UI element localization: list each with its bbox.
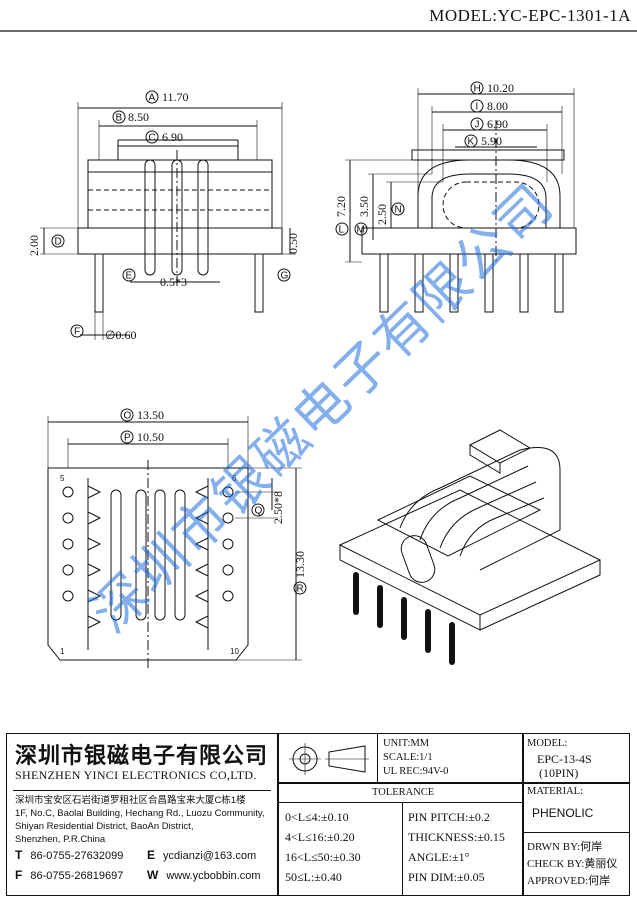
isometric-view <box>338 429 602 665</box>
material-label: MATERIAL: <box>527 786 583 797</box>
svg-text:C: C <box>149 133 156 144</box>
projection-symbol-icon <box>289 743 369 775</box>
model-label: MODEL: <box>527 738 568 749</box>
svg-text:D: D <box>55 237 62 248</box>
side-view-labels: H I J K L M N 10.20 8.00 6.90 5.90 7.20 … <box>334 81 514 236</box>
dim-h: 10.20 <box>487 81 514 95</box>
dim-d: 2.00 <box>27 235 41 256</box>
approved-by: APPROVED:何岸 <box>527 875 611 887</box>
model-number: MODEL:YC-EPC-1301-1A <box>429 6 631 25</box>
divider <box>377 734 378 782</box>
svg-text:K: K <box>468 137 475 148</box>
svg-text:P: P <box>124 433 131 444</box>
divider <box>277 782 629 784</box>
title-block: 深圳市银磁电子有限公司 SHENZHEN YINCI ELECTRONICS C… <box>6 733 630 896</box>
dim-m: 3.50 <box>357 196 371 217</box>
ul-rec-text: UL REC:94V-0 <box>383 766 449 777</box>
model-pins: (10PIN) <box>539 766 579 780</box>
check-by: CHECK BY:黄丽仪 <box>527 858 618 870</box>
dim-e: 0.5*3 <box>160 275 187 289</box>
tolerance-row: 4<L≤16:±0.20 <box>285 830 355 844</box>
fax-label: F <box>15 868 23 882</box>
phone-label: T <box>15 848 23 862</box>
pin-number-6: 6 <box>232 474 237 483</box>
dim-p: 10.50 <box>137 430 164 444</box>
model-value: EPC-13-4S <box>537 752 592 766</box>
tolerance-row: PIN DIM:±0.05 <box>408 870 485 884</box>
dim-c: 6.90 <box>162 130 183 144</box>
svg-text:I: I <box>476 102 479 113</box>
svg-text:L: L <box>339 225 345 236</box>
dim-k: 5.90 <box>481 134 502 148</box>
tolerance-row: 0<L≤4:±0.10 <box>285 810 349 824</box>
company-name-cn: 深圳市银磁电子有限公司 <box>15 743 269 769</box>
scale-text: SCALE:1/1 <box>383 752 433 763</box>
tolerance-row: PIN PITCH:±0.2 <box>408 810 490 824</box>
dim-r: 13.30 <box>293 551 307 578</box>
fax-number: 86-0755-26819697 <box>30 870 124 882</box>
bottom-view-labels: O P Q R 13.50 10.50 2.50*8 13.30 5 6 1 1… <box>60 408 307 656</box>
front-view-labels: A B C D E F G 11.70 8.50 6.90 2.00 0.5*3… <box>27 90 300 342</box>
tolerance-title: TOLERANCE <box>372 787 435 798</box>
divider <box>522 832 630 833</box>
tolerance-row: ANGLE:±1° <box>408 850 470 864</box>
web-label: W <box>147 868 159 882</box>
side-view <box>335 81 577 313</box>
dim-o: 13.50 <box>137 408 164 422</box>
dim-f: ∅0.60 <box>105 328 136 342</box>
dim-j: 6.90 <box>487 117 508 131</box>
dim-g: 0.50 <box>286 233 300 254</box>
email-address: ycdianzi@163.com <box>163 850 257 862</box>
tolerance-row: THICKNESS:±0.15 <box>408 830 505 844</box>
fax-line: F 86-0755-26819697 <box>15 868 123 882</box>
divider <box>13 790 271 791</box>
phone-line: T 86-0755-27632099 <box>15 848 123 862</box>
dim-a: 11.70 <box>162 90 189 104</box>
technical-drawing: A B C D E F G 11.70 8.50 6.90 2.00 0.5*3… <box>0 30 637 668</box>
dim-l: 7.20 <box>334 196 348 217</box>
pin-number-5: 5 <box>60 474 65 483</box>
svg-text:A: A <box>149 93 156 104</box>
divider <box>277 734 279 895</box>
svg-text:F: F <box>74 327 80 338</box>
dim-i: 8.00 <box>487 99 508 113</box>
pin-number-1: 1 <box>60 647 65 656</box>
divider <box>402 802 403 896</box>
pin-number-10: 10 <box>230 647 239 656</box>
drawn-by: DRWN BY:何岸 <box>527 841 603 853</box>
bottom-view <box>47 408 307 668</box>
svg-text:M: M <box>357 225 365 236</box>
svg-text:N: N <box>395 205 402 216</box>
dim-b: 8.50 <box>128 110 149 124</box>
svg-text:G: G <box>281 271 289 282</box>
address-en-3: Shenzhen, P.R.China <box>15 834 106 845</box>
web-address: www.ycbobbin.com <box>166 870 261 882</box>
svg-text:J: J <box>475 120 480 131</box>
address-en-2: Shiyan Residential District, BaoAn Distr… <box>15 821 194 832</box>
svg-text:O: O <box>124 411 132 422</box>
tolerance-row: 50≤L:±0.40 <box>285 870 342 884</box>
divider <box>277 802 522 803</box>
svg-text:Q: Q <box>255 506 263 517</box>
address-en-1: 1F, No.C, Baolai Building, Hechang Rd., … <box>15 808 265 819</box>
unit-text: UNIT:MM <box>383 738 430 749</box>
company-name-en: SHENZHEN YINCI ELECTRONICS CO,LTD. <box>15 768 257 782</box>
phone-number: 86-0755-27632099 <box>30 850 124 862</box>
address-cn: 深圳市宝安区石岩街道罗租社区合昌路宝来大厦C栋1楼 <box>15 795 246 806</box>
material-value: PHENOLIC <box>532 806 594 820</box>
email-label: E <box>147 848 156 862</box>
svg-text:H: H <box>474 84 481 95</box>
svg-text:B: B <box>116 113 123 124</box>
dim-q: 2.50*8 <box>271 491 285 524</box>
divider <box>522 734 524 895</box>
svg-text:R: R <box>297 584 304 595</box>
svg-text:E: E <box>126 271 133 282</box>
tolerance-row: 16<L≤50:±0.30 <box>285 850 361 864</box>
front-view <box>40 90 296 340</box>
dim-n: 2.50 <box>375 204 389 225</box>
